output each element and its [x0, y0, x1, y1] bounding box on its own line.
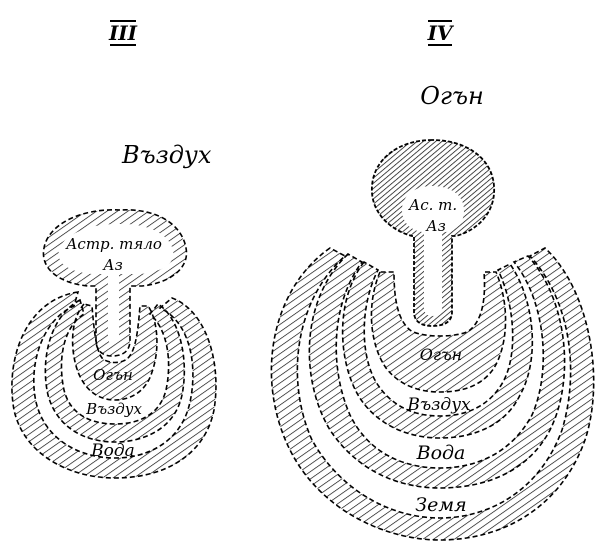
- body-label-right-line2: Аз: [425, 217, 446, 235]
- layer-label-vazduh-right: Въздух: [406, 395, 471, 415]
- layer-label-ogan-right: Огън: [420, 345, 462, 364]
- layer-label-zemya-right: Земя: [415, 494, 466, 516]
- body-label-left-line2: Аз: [102, 256, 123, 274]
- element-label-vazduh: Въздух: [121, 141, 212, 169]
- element-label-ogan: Огън: [420, 82, 484, 110]
- numeral-iii: III: [108, 21, 138, 45]
- body-label-right-line1: Ас. т.: [408, 196, 457, 214]
- body-label-left-line1: Астр. тяло: [65, 235, 162, 253]
- numeral-iv: IV: [427, 21, 455, 45]
- figure-iv: IV Огън Ас. т. Аз Огън Въздух Вода Земя: [271, 21, 593, 540]
- layer-label-ogan-left: Огън: [93, 366, 133, 384]
- layer-label-vazduh-left: Въздух: [85, 400, 142, 418]
- layer-label-voda-left: Вода: [90, 441, 135, 461]
- figure-iii: III Въздух Астр. тяло Аз Огън Въздух Вод…: [12, 21, 216, 478]
- layer-label-voda-right: Вода: [416, 442, 466, 464]
